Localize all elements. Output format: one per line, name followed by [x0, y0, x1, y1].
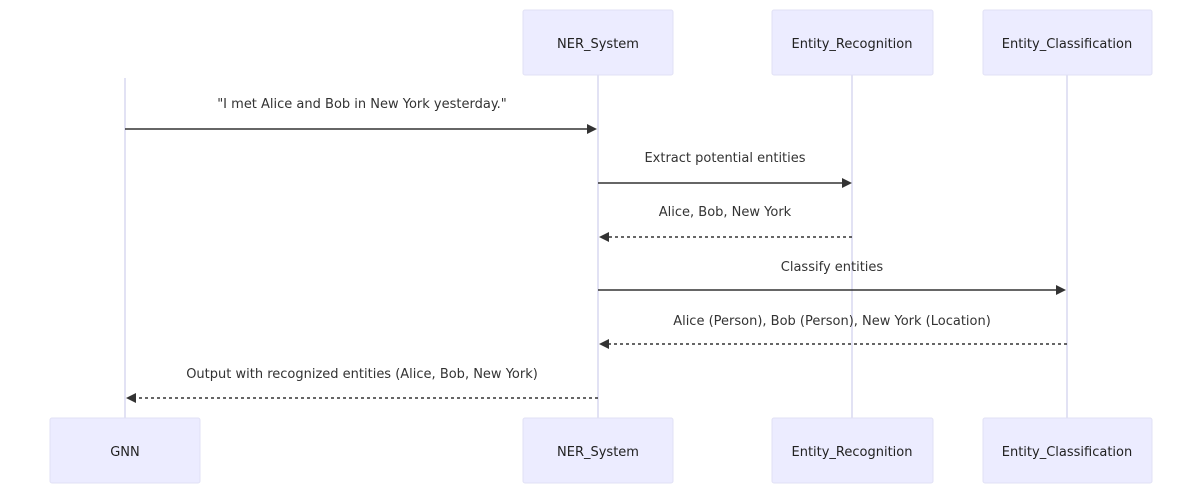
participant-bottom-entity-recognition: Entity_Recognition [771, 417, 934, 484]
participant-label: GNN [110, 445, 140, 460]
participant-label: NER_System [557, 445, 639, 460]
message-label: "I met Alice and Bob in New York yesterd… [217, 97, 507, 112]
arrow-head-icon [599, 232, 609, 242]
arrow-head-icon [587, 124, 597, 134]
participant-bottom-entity-classification: Entity_Classification [982, 417, 1153, 484]
participant-bottom-ner-system: NER_System [522, 417, 674, 484]
participant-top-ner-system: NER_System [522, 9, 674, 76]
participant-label: Entity_Classification [1002, 37, 1132, 52]
arrow-head-icon [599, 339, 609, 349]
participant-top-entity-recognition: Entity_Recognition [771, 9, 934, 76]
message-label: Output with recognized entities (Alice, … [186, 367, 538, 382]
message-6: Output with recognized entities (Alice, … [126, 367, 598, 403]
message-2: Extract potential entities [598, 151, 852, 188]
message-1: "I met Alice and Bob in New York yesterd… [125, 97, 597, 134]
participant-top-entity-classification: Entity_Classification [982, 9, 1153, 76]
participant-label: Entity_Recognition [791, 37, 912, 52]
arrow-head-icon [126, 393, 136, 403]
message-label: Alice (Person), Bob (Person), New York (… [673, 314, 991, 329]
participant-label: Entity_Classification [1002, 445, 1132, 460]
message-label: Classify entities [781, 260, 884, 275]
message-4: Classify entities [598, 260, 1066, 295]
participant-bottom-gnn: GNN [49, 417, 201, 484]
participant-label: NER_System [557, 37, 639, 52]
message-3: Alice, Bob, New York [599, 205, 852, 242]
participant-label: Entity_Recognition [791, 445, 912, 460]
arrow-head-icon [842, 178, 852, 188]
message-label: Extract potential entities [644, 151, 805, 166]
arrow-head-icon [1056, 285, 1066, 295]
message-label: Alice, Bob, New York [659, 205, 792, 220]
message-5: Alice (Person), Bob (Person), New York (… [599, 314, 1067, 349]
